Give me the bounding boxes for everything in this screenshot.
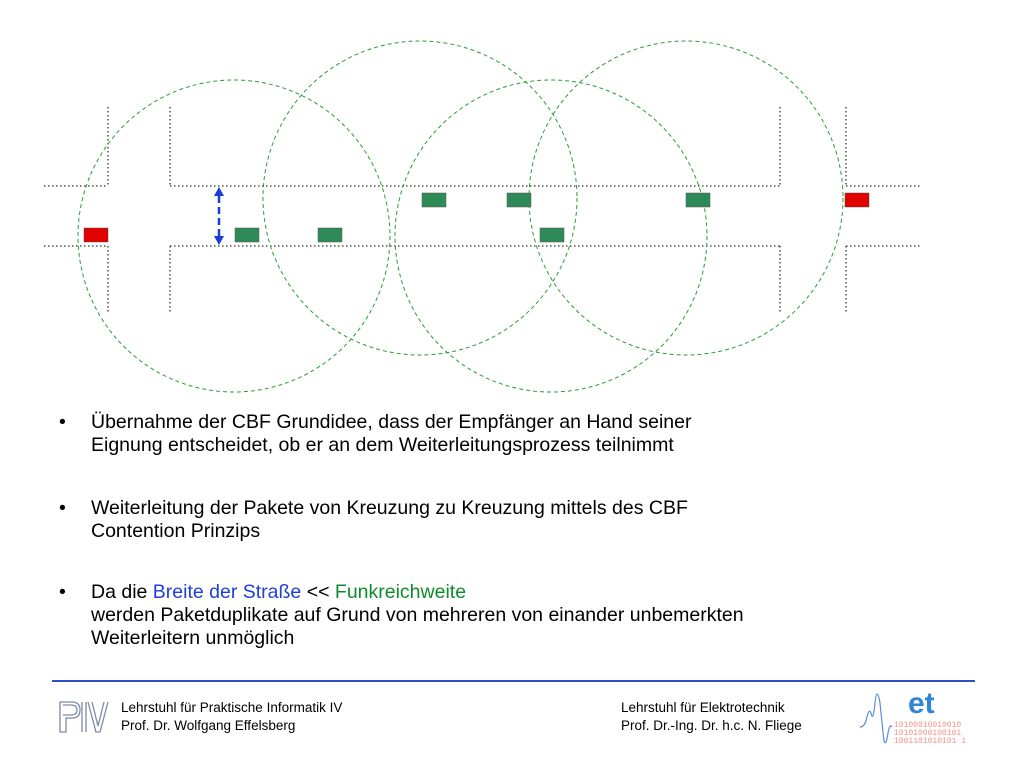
footer-professor-left: Prof. Dr. Wolfgang Effelsberg <box>121 718 296 733</box>
green-vehicle <box>506 192 532 208</box>
et-logo-icon: et 10100010010010 10101000100101 1001101… <box>859 687 966 746</box>
bullet-line: Da die Breite der Straße << Funkreichwei… <box>91 581 744 604</box>
green-vehicle <box>421 192 447 208</box>
bullet-line: Weiterleitung der Pakete von Kreuzung zu… <box>91 497 688 519</box>
red-vehicle <box>844 192 870 208</box>
bullet-line: Weiterleitern unmöglich <box>91 627 295 649</box>
red-vehicle <box>83 227 109 243</box>
radio-range-circles <box>77 40 844 393</box>
bullet-line: Übernahme der CBF Grundidee, dass der Em… <box>91 411 692 433</box>
bullet-marker: • <box>59 411 66 433</box>
bullet-text: Übernahme der CBF Grundidee, dass der Em… <box>91 411 692 457</box>
vehicles <box>83 192 870 243</box>
radio-range-term: Funkreichweite <box>334 581 467 603</box>
radio-range-circle <box>394 79 708 393</box>
waveform-icon <box>859 693 893 744</box>
binary-line: 10101000100101 <box>894 729 961 738</box>
arrow-down-icon <box>214 236 224 245</box>
radio-range-circle <box>77 79 391 393</box>
road-outline <box>44 107 920 312</box>
binary-line: 10100010010010 <box>894 721 961 730</box>
pi4-logo-icon <box>59 701 109 733</box>
footer-left: Lehrstuhl für Praktische Informatik IV P… <box>121 699 342 735</box>
road-range-diagram <box>44 40 920 393</box>
footer-institute-left: Lehrstuhl für Praktische Informatik IV <box>121 700 343 715</box>
road-width-arrow <box>214 187 224 245</box>
et-logo-text: et <box>908 687 935 720</box>
arrow-up-icon <box>214 187 224 196</box>
footer-divider <box>52 680 975 682</box>
bullet-marker: • <box>59 581 66 603</box>
bullet-line: Contention Prinzips <box>91 520 261 542</box>
bullet-text: Da die Breite der Straße << Funkreichwei… <box>91 581 744 650</box>
footer-institute-right: Lehrstuhl für Elektrotechnik <box>621 700 785 715</box>
radio-range-circle <box>262 40 578 356</box>
text-fragment: << <box>301 581 335 603</box>
green-vehicle <box>539 227 565 243</box>
bullet-text: Weiterleitung der Pakete von Kreuzung zu… <box>91 497 688 543</box>
green-vehicle <box>685 192 711 208</box>
green-vehicle <box>317 227 343 243</box>
bullet-marker: • <box>59 497 66 519</box>
green-vehicle <box>234 227 260 243</box>
bullet-line: Eignung entscheidet, ob er an dem Weiter… <box>91 434 674 456</box>
bullet-line: werden Paketduplikate auf Grund von mehr… <box>91 604 744 626</box>
binary-line: 1001101010101 1 <box>894 737 966 746</box>
text-fragment: Da die <box>91 581 153 603</box>
footer-professor-right: Prof. Dr.-Ing. Dr. h.c. N. Fliege <box>621 718 802 733</box>
footer-right: Lehrstuhl für Elektrotechnik Prof. Dr.-I… <box>621 699 802 735</box>
road-width-term: Breite der Straße <box>152 581 302 603</box>
